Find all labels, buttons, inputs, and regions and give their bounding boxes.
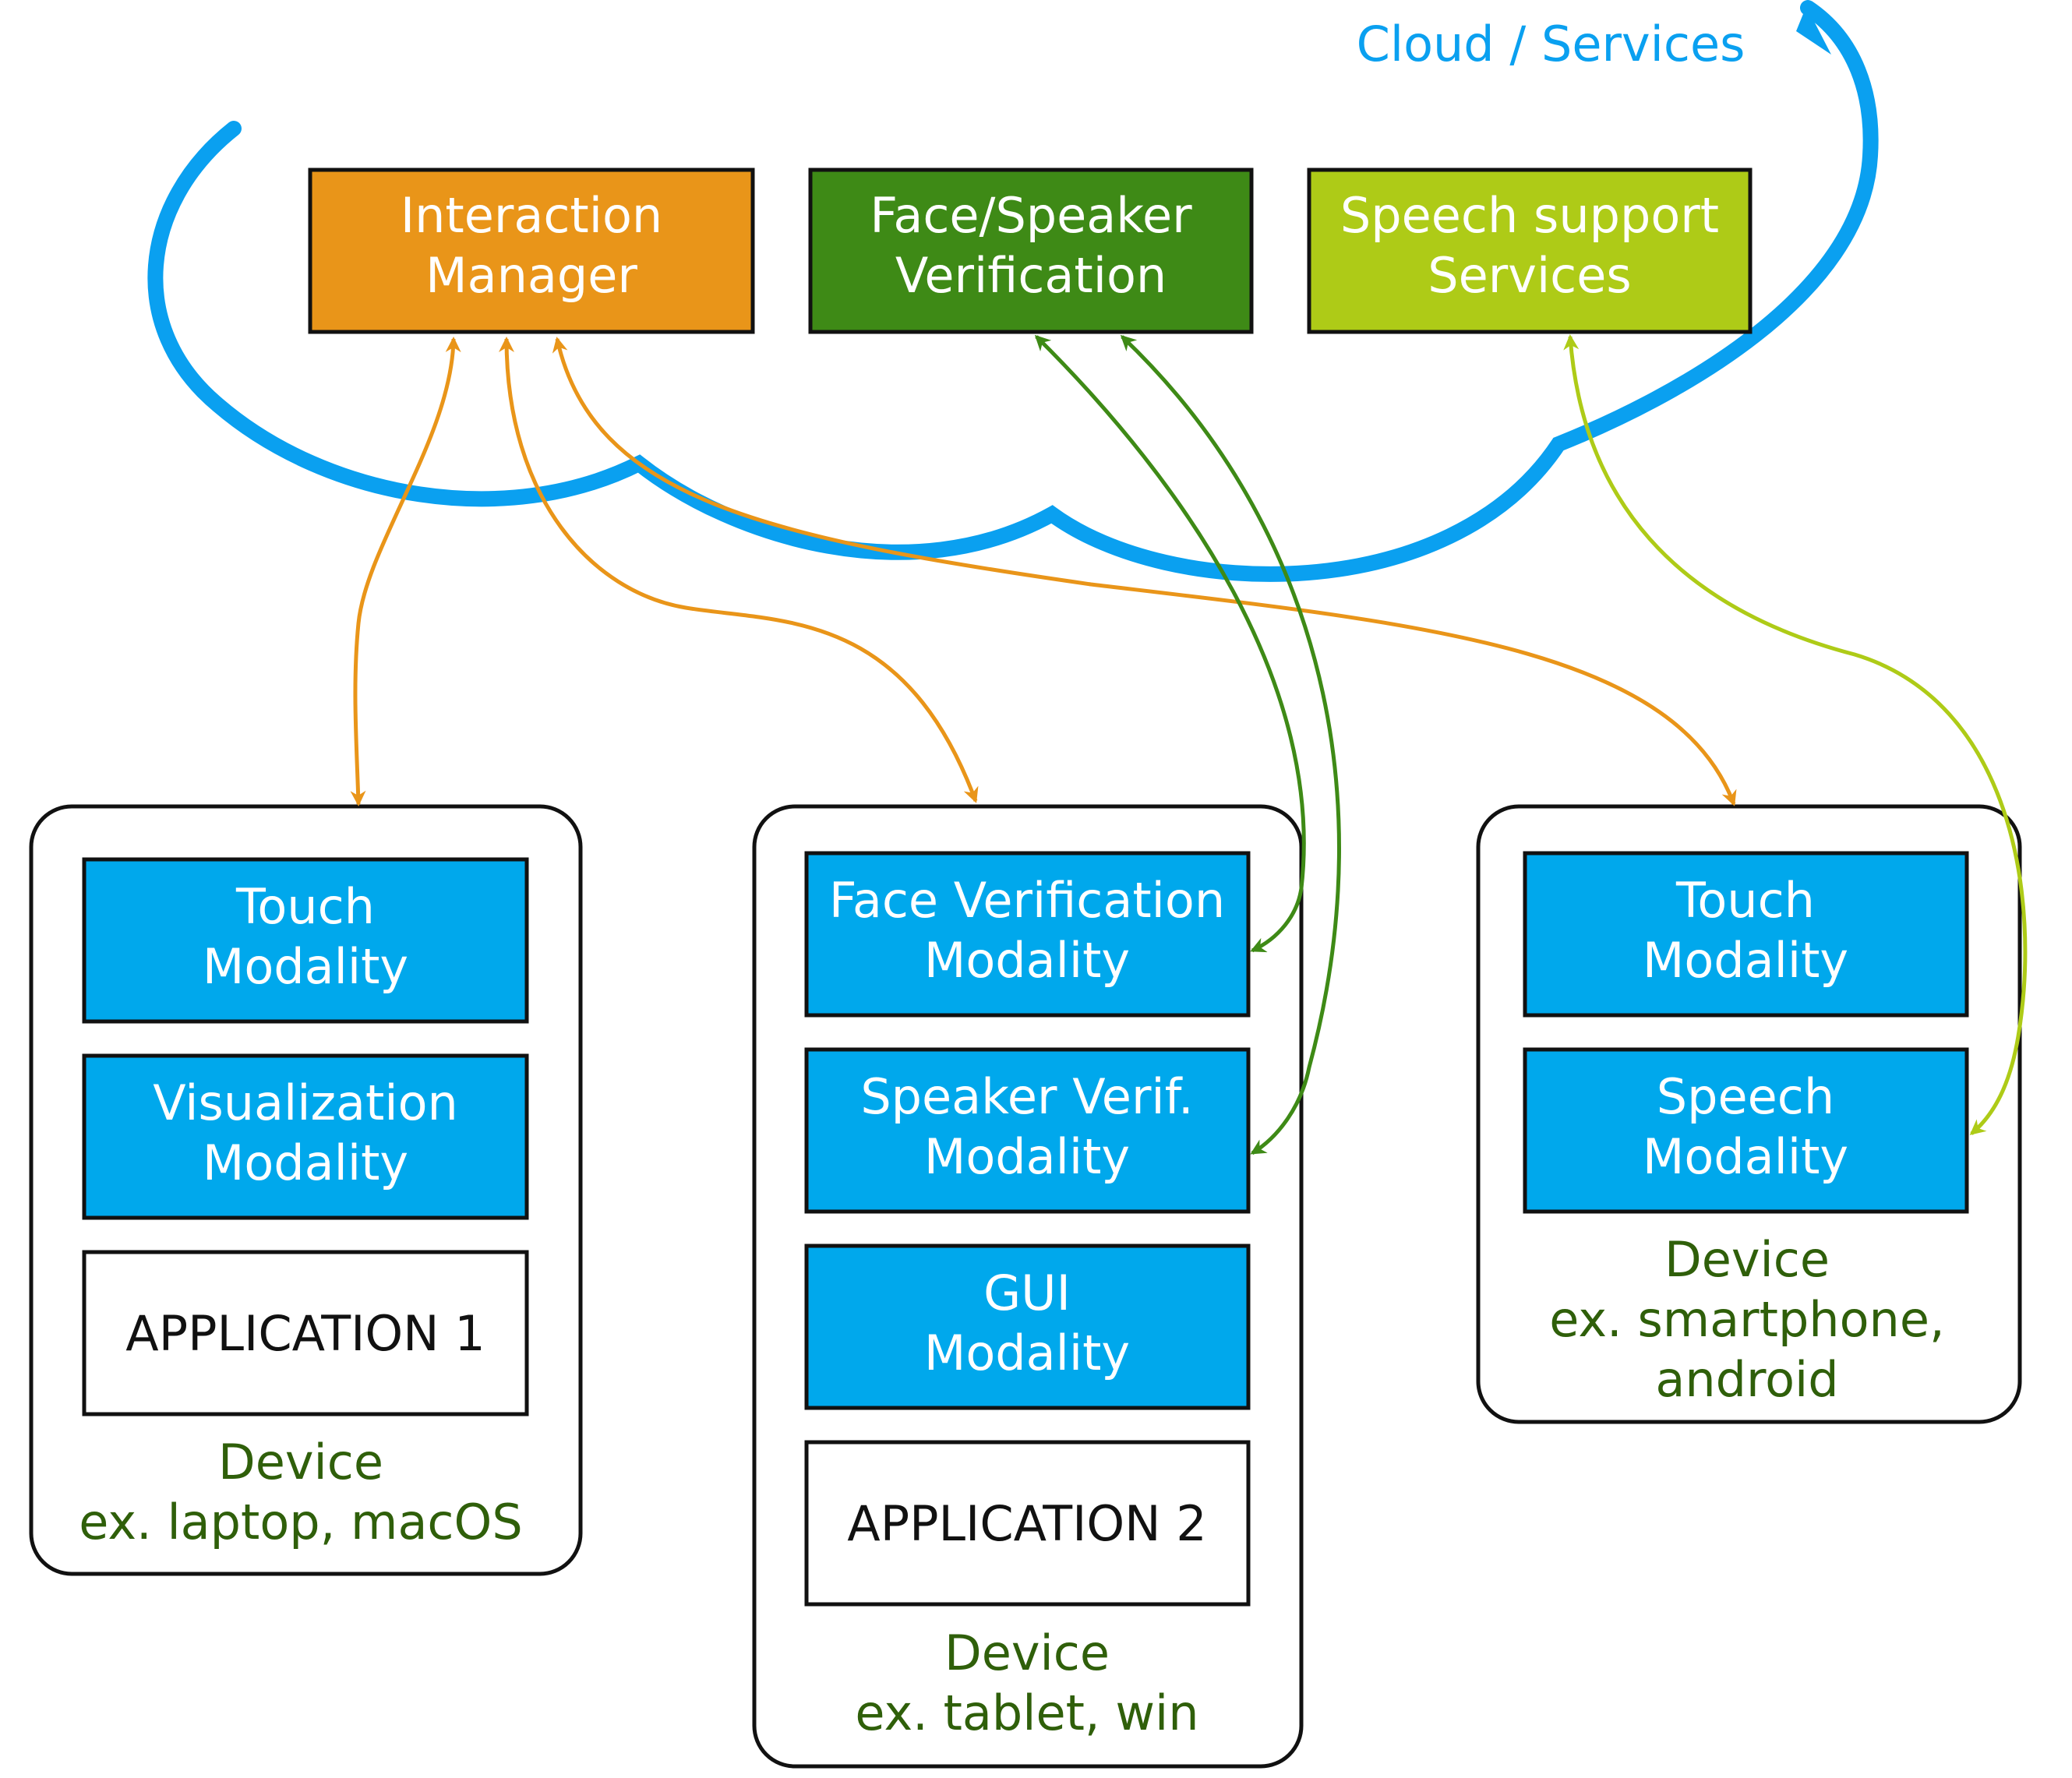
link-speech-services [1563,334,2028,1135]
module-label: Touch [235,878,375,935]
module-label: Modality [1643,932,1848,989]
service-label: Services [1428,247,1631,304]
touch-modality-box[interactable]: Touch Modality [82,857,529,1024]
visualization-modality-box[interactable]: Visualization Modality [82,1053,529,1220]
gui-modality-box[interactable]: GUI Modality [804,1244,1251,1410]
module-label: Visualization [153,1074,458,1131]
service-label: Interaction [401,187,662,244]
service-label: Manager [425,247,637,304]
link-im-device1 [350,337,461,806]
module-label: Face Verification [829,872,1225,929]
module-label: Speaker Verif. [860,1068,1193,1125]
device-caption: ex. laptop, macOS [79,1494,522,1550]
speech-support-services-box[interactable]: Speech support Services [1307,168,1753,334]
module-label: Speech [1657,1068,1834,1125]
touch-modality-box[interactable]: Touch Modality [1523,851,1969,1018]
device-caption: Device [1664,1231,1830,1288]
device-caption: Device [944,1625,1110,1681]
application-2-box[interactable]: APPLICATION 2 [804,1440,1251,1607]
service-label: Face/Speaker [870,187,1192,244]
cloud-label: Cloud / Services [1357,16,1745,72]
device-laptop: Touch Modality Visualization Modality AP… [29,804,583,1576]
service-label: Verification [895,247,1167,304]
device-smartphone: Touch Modality Speech Modality Device ex… [1476,804,2022,1424]
module-label: Modality [924,1325,1130,1381]
speech-modality-box[interactable]: Speech Modality [1523,1047,1969,1214]
service-label: Speech support [1340,187,1719,244]
link-im-device2 [499,337,979,803]
module-label: Modality [1643,1128,1848,1185]
module-label: Touch [1675,872,1815,929]
device-tablet: Face Verification Modality Speaker Verif… [752,804,1304,1769]
speaker-verif-modality-box[interactable]: Speaker Verif. Modality [804,1047,1251,1214]
device-caption: android [1655,1351,1838,1408]
application-1-box[interactable]: APPLICATION 1 [82,1250,529,1416]
module-label: GUI [983,1265,1071,1321]
face-verification-modality-box[interactable]: Face Verification Modality [804,851,1251,1018]
link-verification-speaker [1120,334,1341,1155]
face-speaker-verification-box[interactable]: Face/Speaker Verification [808,168,1254,334]
link-im-device3 [552,337,1737,806]
module-label: Modality [924,1128,1130,1185]
module-label: Modality [924,932,1130,989]
device-caption: ex. smartphone, [1549,1291,1944,1348]
interaction-manager-box[interactable]: Interaction Manager [308,168,755,334]
module-label: APPLICATION 1 [125,1305,485,1362]
module-label: Modality [203,1134,408,1191]
cloud-tail [1796,6,1831,55]
device-caption: Device [218,1434,383,1490]
module-label: APPLICATION 2 [847,1495,1206,1552]
device-caption: ex. tablet, win [855,1685,1198,1741]
module-label: Modality [203,938,408,995]
